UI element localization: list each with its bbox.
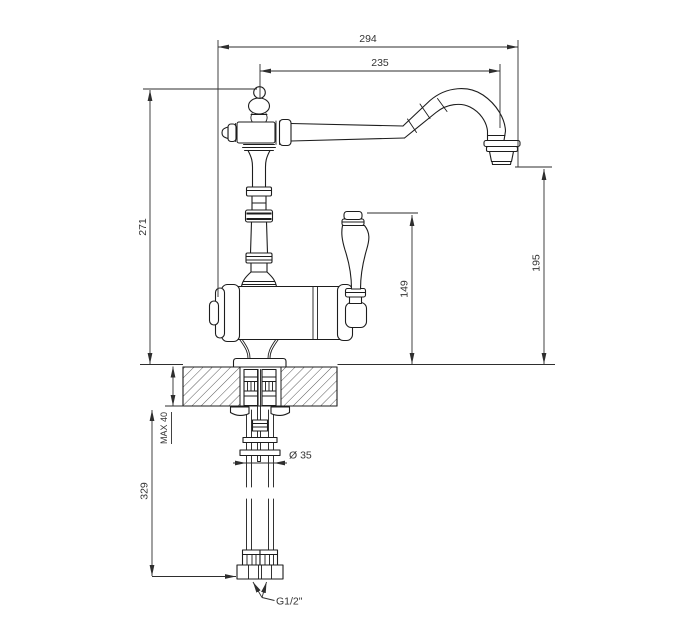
- dim-label-overall-reach: 294: [359, 33, 377, 45]
- aerator-flange: [483, 139, 521, 148]
- spout-curve-outer: [402, 88, 507, 142]
- dim-label-under-counter-length: 329: [139, 482, 151, 500]
- dim-label-overall-height: 271: [137, 218, 149, 236]
- under-counter-assembly: [229, 368, 291, 580]
- clamp-plate-2: [239, 449, 281, 457]
- lever-grip: [341, 224, 370, 290]
- faucet-body-assembly: [208, 86, 521, 368]
- lever-cap: [343, 210, 363, 221]
- mounting-stud: [257, 369, 261, 421]
- spout: [290, 88, 521, 166]
- spout-tube: [290, 122, 406, 142]
- fixing-nut: [251, 419, 269, 432]
- dimension-overall-reach: 294: [217, 33, 519, 297]
- hex-connection-nuts: [236, 564, 284, 580]
- dimension-spout-reach: 235: [259, 57, 501, 128]
- countertop-section: [182, 366, 338, 407]
- dim-label-hole-diameter: Ø 35: [289, 450, 312, 462]
- base-plate: [232, 357, 287, 368]
- dim-label-outlet-height: 195: [531, 254, 543, 272]
- supply-hoses-lower: [246, 498, 274, 551]
- clamp-plate-1: [242, 436, 278, 444]
- dimension-under-counter-length: 329: [139, 410, 236, 579]
- body-left-button: [208, 300, 220, 326]
- dimension-overall-height: 271: [137, 88, 257, 365]
- dimension-connection-thread: G1/2": [252, 581, 303, 608]
- cross-joint: [221, 86, 292, 147]
- dimension-max-deck-thickness: MAX 40: [159, 366, 184, 444]
- dimension-handle-height: 149: [367, 212, 418, 364]
- handle-lever: [341, 210, 370, 329]
- dim-label-max-deck-thickness: MAX 40: [159, 412, 169, 444]
- dimensions: 294 235 271 149 195: [137, 33, 555, 608]
- dimension-hole-diameter: Ø 35: [233, 450, 312, 466]
- dim-label-spout-reach: 235: [371, 57, 389, 69]
- countertop-hatch-left: [182, 366, 241, 407]
- hose-collars: [241, 549, 279, 566]
- finial-top-ball: [253, 86, 266, 99]
- aerator-nozzle: [488, 150, 515, 163]
- body-neck: [239, 339, 279, 359]
- left-knob: [227, 123, 237, 143]
- threaded-connectors: [243, 368, 277, 407]
- spout-flange: [278, 118, 292, 147]
- column: [240, 144, 278, 288]
- finial-ball: [247, 97, 271, 115]
- spout-curve-inner: [403, 103, 489, 142]
- countertop-hatch-right: [280, 366, 338, 407]
- spout-joint-lines: [407, 98, 448, 133]
- dimension-outlet-height: 195: [515, 166, 552, 364]
- washer-left: [229, 406, 250, 416]
- handle-socket: [344, 301, 368, 329]
- cartridge-body: [236, 285, 342, 341]
- dim-label-handle-height: 149: [399, 280, 411, 298]
- supply-tubes-upper: [246, 409, 274, 488]
- washer-right: [270, 406, 291, 416]
- dim-label-connection-thread: G1/2": [276, 596, 303, 608]
